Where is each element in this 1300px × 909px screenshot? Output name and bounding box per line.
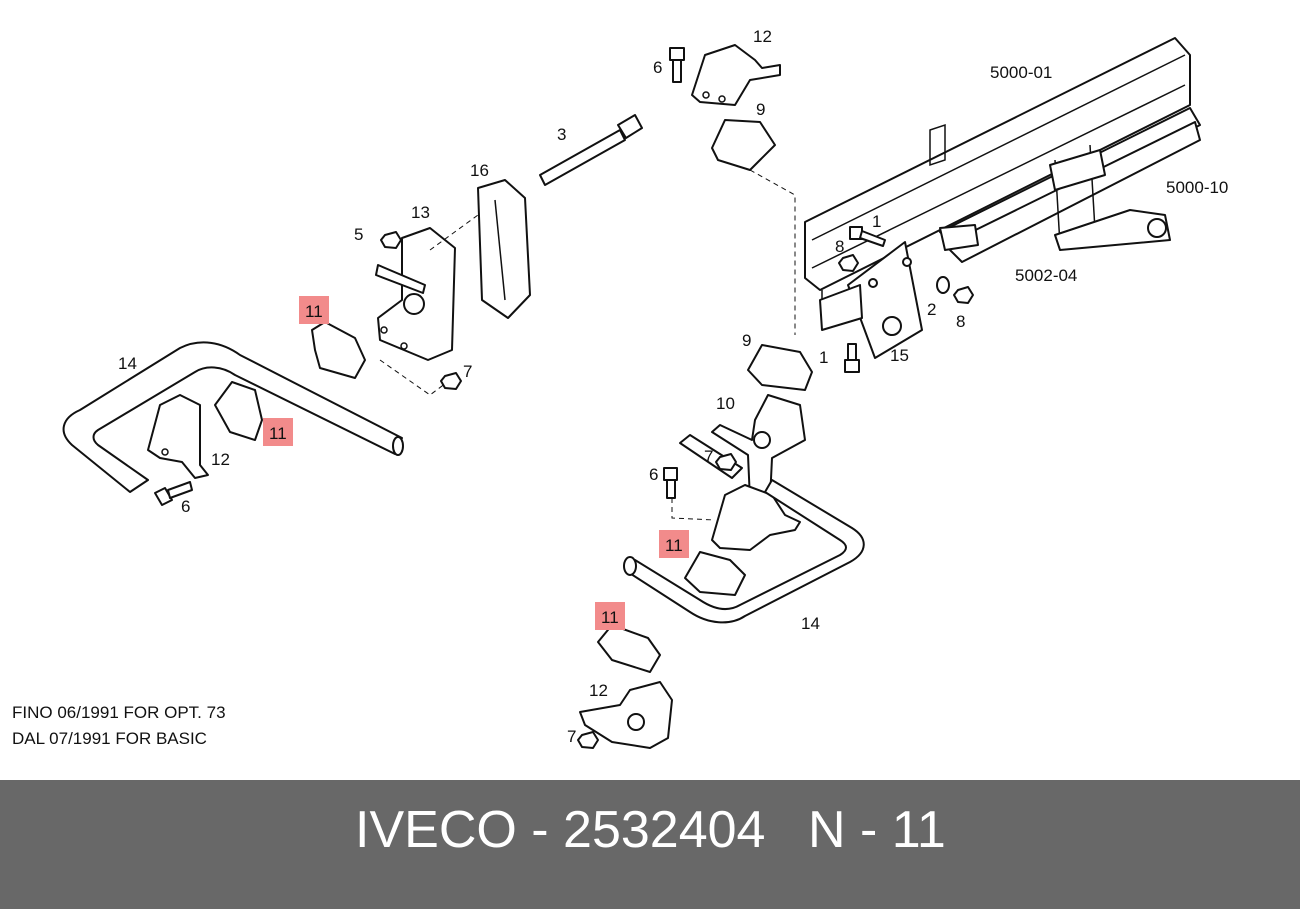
washer-2 <box>936 276 950 294</box>
callout-10: 10 <box>716 394 735 413</box>
footer-reference: N - 11 <box>808 801 946 859</box>
callout-6-a: 6 <box>181 497 190 516</box>
bolt-1-upper <box>849 226 886 247</box>
callout-11-a: 11 <box>305 302 323 321</box>
callout-1-b: 1 <box>819 348 828 367</box>
bolt-6-top <box>669 47 685 83</box>
stabilizer-bar-14-right <box>623 479 865 624</box>
highlight-box-11-a <box>299 296 329 324</box>
callout-9-b: 9 <box>742 331 751 350</box>
bolt-6-middle <box>663 467 678 499</box>
callout-7-c: 7 <box>567 727 576 746</box>
callout-12-a: 12 <box>211 450 230 469</box>
highlight-box-11-b <box>263 418 293 446</box>
callout-8-b: 8 <box>956 312 965 331</box>
bushing-11-right-middle <box>684 551 746 596</box>
callout-13: 13 <box>411 203 430 222</box>
bolt-6-left <box>154 481 193 506</box>
nut-5 <box>380 231 402 249</box>
nut-8-lower <box>953 286 974 304</box>
bushing-9-top <box>711 119 776 171</box>
nut-7-middle <box>715 453 737 471</box>
callout-7-b: 7 <box>704 447 713 466</box>
highlight-box-11-d <box>595 602 625 630</box>
leader-13-16 <box>429 214 479 251</box>
callout-1-a: 1 <box>872 212 881 231</box>
bracket-13 <box>375 227 456 361</box>
note-line-1: FINO 06/1991 FOR OPT. 73 <box>12 703 226 722</box>
clamp-12-middle <box>711 484 801 551</box>
bushing-9-lower <box>747 344 813 391</box>
callout-11-d: 11 <box>601 608 619 627</box>
clamp-12-left <box>147 394 209 479</box>
bolt-1-lower <box>844 343 860 373</box>
nut-7-left <box>440 372 462 390</box>
callout-5002-04: 5002-04 <box>1015 266 1077 285</box>
callout-11-c: 11 <box>665 536 683 555</box>
callout-9-a: 9 <box>756 100 765 119</box>
callout-5000-10: 5000-10 <box>1166 178 1228 197</box>
exploded-view-drawing: 3 16 13 5 11 7 14 11 12 6 6 12 9 5000-01… <box>62 27 1228 749</box>
clamp-12-bottom <box>579 681 673 749</box>
callout-16: 16 <box>470 161 489 180</box>
bushing-11-right-lower <box>597 624 661 673</box>
bolt-3 <box>539 114 643 186</box>
nut-7-bottom <box>577 731 599 749</box>
callout-3: 3 <box>557 125 566 144</box>
bracket-15 <box>819 241 923 359</box>
note-line-2: DAL 07/1991 FOR BASIC <box>12 729 207 748</box>
callout-8-a: 8 <box>835 237 844 256</box>
callout-15: 15 <box>890 346 909 365</box>
bushing-11-left-upper <box>311 321 366 379</box>
callout-5000-01: 5000-01 <box>990 63 1052 82</box>
callout-6-c: 6 <box>649 465 658 484</box>
footer-part-number: IVECO - 2532404 <box>355 801 766 859</box>
callout-14-b: 14 <box>801 614 820 633</box>
leader-9-top <box>749 169 796 335</box>
bushing-11-left-lower <box>214 381 263 441</box>
leaf-spring <box>939 107 1201 263</box>
stabilizer-bar-14-left <box>62 341 404 493</box>
callout-12-b: 12 <box>753 27 772 46</box>
parts-diagram: 3 16 13 5 11 7 14 11 12 6 6 12 9 5000-01… <box>12 27 1229 749</box>
callout-12-c: 12 <box>589 681 608 700</box>
leader-6-middle <box>671 498 716 521</box>
plate-16 <box>477 179 531 319</box>
callout-2: 2 <box>927 300 936 319</box>
clamp-12-top <box>691 44 781 106</box>
callout-11-b: 11 <box>269 424 287 443</box>
leader-13-7 <box>379 359 451 396</box>
highlight-box-11-c <box>659 530 689 558</box>
callout-5: 5 <box>354 225 363 244</box>
footer-bar: IVECO - 2532404 N - 11 <box>0 780 1300 909</box>
callout-7-a: 7 <box>463 362 472 381</box>
callout-14-a: 14 <box>118 354 137 373</box>
callout-6-b: 6 <box>653 58 662 77</box>
nut-8-upper <box>838 254 859 272</box>
